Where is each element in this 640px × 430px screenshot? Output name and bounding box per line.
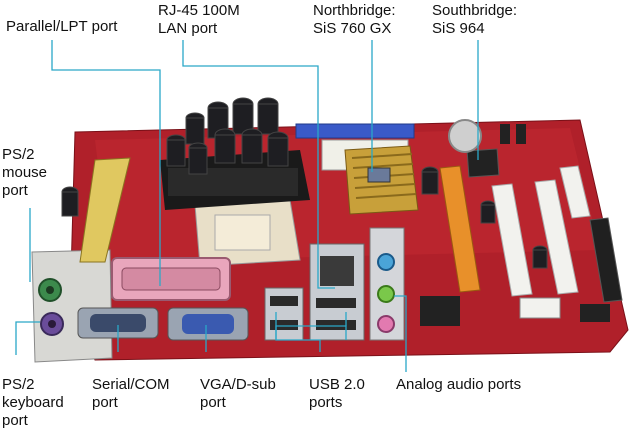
atx-power-connector (295, 123, 415, 139)
label-vga-port: VGA/D-sub port (200, 376, 276, 411)
label-ps2-mouse-port: PS/2 mouse port (2, 146, 48, 199)
capacitors (61, 97, 548, 269)
label-southbridge: Southbridge: SiS 964 (432, 2, 518, 37)
label-rj45-lan-port: RJ-45 100M LAN port (158, 2, 240, 37)
usb-stack-left (264, 287, 304, 341)
label-northbridge: Northbridge: SiS 760 GX (313, 2, 396, 37)
black-slot (589, 217, 623, 303)
audio-jack-blue (377, 253, 395, 271)
leader-lines (15, 40, 479, 372)
leader-parallel (51, 40, 161, 286)
leader-rj45 (182, 40, 335, 289)
pci-slot-2 (534, 179, 579, 295)
label-parallel-port: Parallel/LPT port (6, 18, 118, 35)
pci-slot-3 (559, 165, 591, 219)
io-panel (31, 249, 113, 363)
agp-slot (439, 165, 481, 293)
leader-audio (394, 295, 407, 372)
label-serial-port: Serial/COM port (92, 376, 170, 411)
pci-slot-1 (491, 183, 533, 297)
audio-jack-pink (377, 315, 395, 333)
label-analog-audio-ports: Analog audio ports (396, 376, 522, 393)
label-ps2-keyboard-port: PS/2 keyboard port (2, 376, 64, 429)
leader-ps2-keyboard (15, 321, 40, 355)
audio-jack-green (377, 285, 395, 303)
cmos-battery (448, 119, 482, 153)
southbridge-chip (466, 148, 500, 178)
label-usb-ports: USB 2.0 ports (309, 376, 365, 411)
yellow-slot (79, 157, 131, 263)
rj45-jack (320, 256, 354, 286)
